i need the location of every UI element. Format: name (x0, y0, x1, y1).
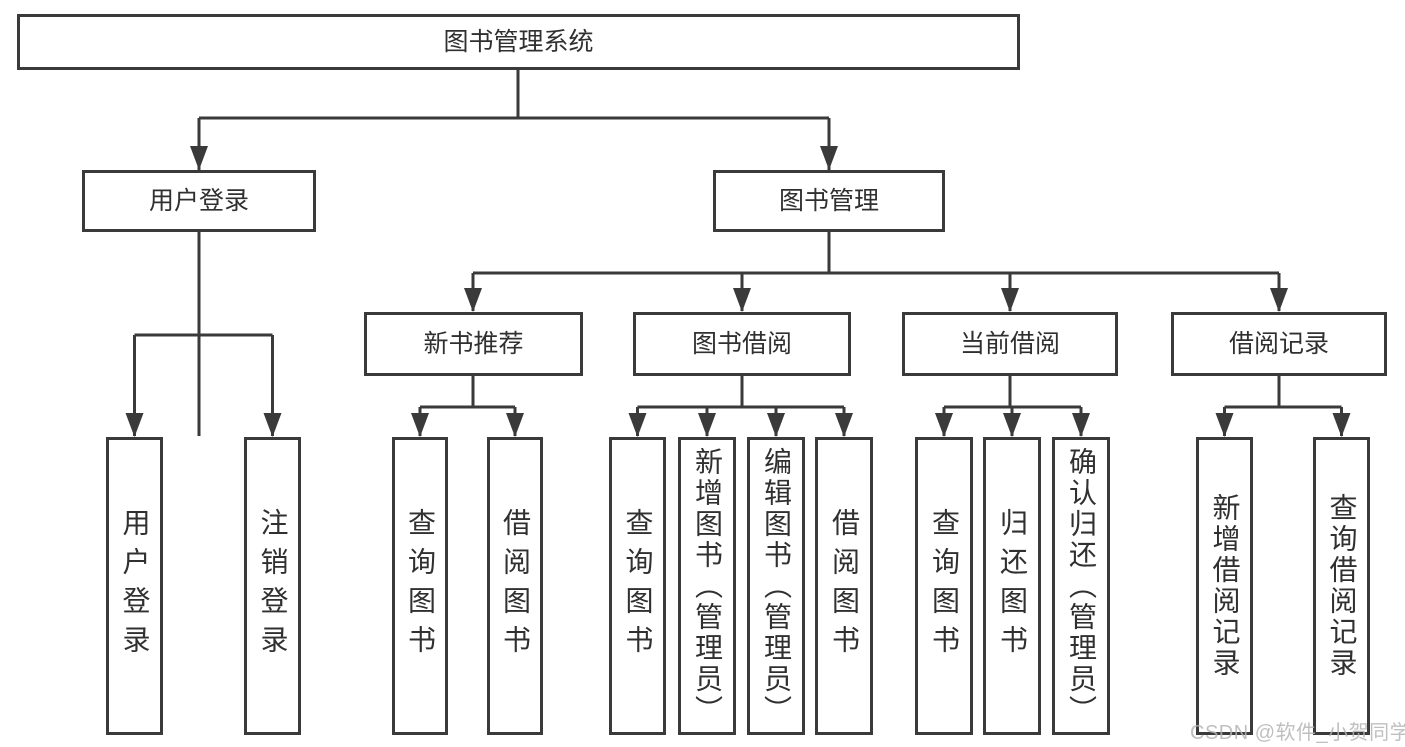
node-root: 图书管理系统 (17, 14, 1020, 70)
leaf-bb-edit-book-admin: 编辑图书（管理员） (747, 437, 805, 735)
leaf-bb-query-book-label: 查询图书 (622, 508, 654, 664)
leaf-bb-borrow-book-label: 借阅图书 (829, 508, 860, 664)
node-book-borrow: 图书借阅 (633, 312, 851, 376)
node-root-label: 图书管理系统 (443, 27, 594, 56)
leaf-br-add-record: 新增借阅记录 (1196, 437, 1253, 735)
leaf-nbr-borrow-book: 借阅图书 (487, 437, 543, 735)
node-borrow-records: 借阅记录 (1171, 312, 1387, 376)
node-current-borrow: 当前借阅 (902, 312, 1118, 376)
leaf-logout-label: 注销登录 (257, 508, 289, 664)
leaf-cb-query-book: 查询图书 (915, 437, 973, 735)
leaf-br-query-record: 查询借阅记录 (1313, 437, 1370, 735)
node-borrow-records-label: 借阅记录 (1228, 329, 1329, 358)
node-user-login-label: 用户登录 (148, 186, 249, 215)
node-user-login: 用户登录 (82, 170, 316, 232)
node-book-mgmt: 图书管理 (713, 170, 945, 232)
node-current-borrow-label: 当前借阅 (959, 329, 1060, 358)
leaf-cb-return-book-label: 归还图书 (997, 508, 1028, 664)
leaf-nbr-query-book-label: 查询图书 (405, 508, 436, 664)
leaf-user-login-label: 用户登录 (119, 508, 151, 664)
node-book-mgmt-label: 图书管理 (778, 186, 879, 215)
leaf-cb-confirm-return-admin: 确认归还（管理员） (1052, 437, 1110, 735)
leaf-bb-add-book-admin-label: 新增图书（管理员） (692, 446, 723, 726)
leaf-nbr-borrow-book-label: 借阅图书 (500, 508, 531, 664)
leaf-cb-return-book: 归还图书 (983, 437, 1041, 735)
leaf-cb-query-book-label: 查询图书 (929, 508, 960, 664)
node-new-book-rec: 新书推荐 (364, 312, 583, 376)
leaf-br-add-record-label: 新增借阅记录 (1209, 493, 1241, 679)
leaf-bb-borrow-book: 借阅图书 (815, 437, 873, 735)
leaf-user-login: 用户登录 (106, 437, 163, 735)
leaf-cb-confirm-return-admin-label: 确认归还（管理员） (1066, 446, 1097, 726)
leaf-bb-add-book-admin: 新增图书（管理员） (678, 437, 736, 735)
node-book-borrow-label: 图书借阅 (691, 329, 792, 358)
leaf-br-query-record-label: 查询借阅记录 (1326, 493, 1358, 679)
leaf-logout: 注销登录 (244, 437, 301, 735)
csdn-watermark: CSDN @软件_小贺同学 (1190, 722, 1405, 744)
leaf-nbr-query-book: 查询图书 (392, 437, 448, 735)
leaf-bb-edit-book-admin-label: 编辑图书（管理员） (761, 446, 792, 726)
leaf-bb-query-book: 查询图书 (609, 437, 666, 735)
node-new-book-rec-label: 新书推荐 (423, 329, 524, 358)
